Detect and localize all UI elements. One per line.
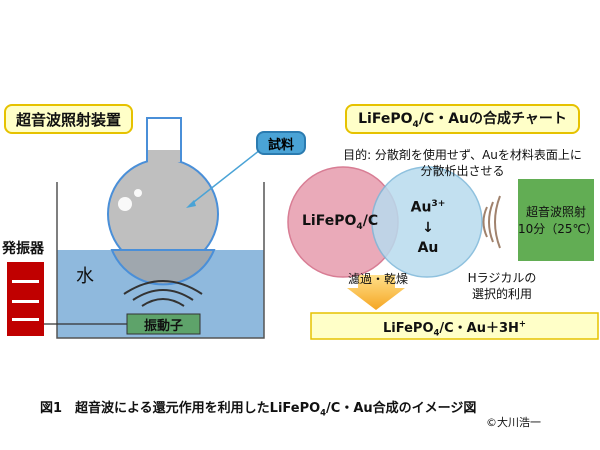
oscillator-label: 発振器 — [2, 241, 44, 257]
purpose-line-1: 目的: 分散剤を使用せず、Auを材料表面上に — [343, 148, 582, 162]
ultrasound-label: 超音波照射 10分（25℃） — [518, 205, 599, 236]
ultrasound-box — [518, 179, 594, 261]
purpose-text: 目的: 分散剤を使用せず、Auを材料表面上に 分散析出させる — [330, 147, 595, 179]
h-radical-label: Hラジカルの 選択的利用 — [467, 271, 537, 301]
oscillator-icon — [7, 262, 127, 336]
water-label: 水 — [76, 266, 94, 287]
au-reduction-label: Au3+ ↓ Au — [403, 194, 453, 258]
product-label: LiFePO4/C・Au＋3H+ — [383, 318, 526, 338]
ultrasound-waves-icon — [482, 195, 501, 249]
sample-label: 試料 — [256, 131, 306, 155]
down-arrow-icon — [347, 275, 405, 310]
figure-caption: 図1 超音波による還元作用を利用したLiFePO4/C・Au合成のイメージ図 — [40, 401, 477, 418]
sound-waves-icon — [123, 280, 203, 307]
au-circle — [371, 166, 483, 278]
chart-title: LiFePO4/C・Auの合成チャート — [345, 104, 580, 134]
transducer-label: 振動子 — [143, 319, 183, 334]
lifepo4-circle-label: LiFePO4/C — [302, 213, 379, 232]
product-box — [310, 312, 599, 340]
credit-label: ©大川浩一 — [486, 416, 541, 429]
purpose-line-2: 分散析出させる — [420, 164, 505, 178]
reduction-arrow-icon: ↓ — [422, 219, 434, 236]
flask — [107, 117, 219, 270]
filter-dry-label: 濾過・乾燥 — [348, 272, 409, 286]
sample-pointer — [186, 149, 261, 208]
flask-bottom — [110, 249, 216, 286]
apparatus-title: 超音波照射装置 — [4, 104, 133, 134]
